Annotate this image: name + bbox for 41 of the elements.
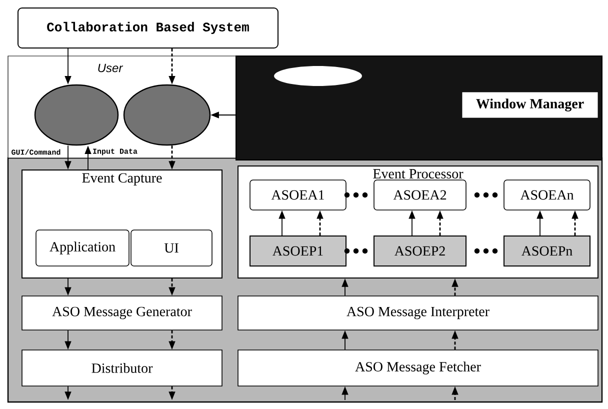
arrow: [452, 278, 458, 296]
component-box: Application: [36, 230, 130, 266]
component-box: ASOEAn: [504, 180, 590, 210]
arrow: [342, 278, 348, 296]
module-box: Distributor: [22, 350, 222, 386]
component-box: ASOEP2: [374, 236, 466, 266]
arrow: [342, 330, 348, 350]
arrow: [64, 386, 72, 400]
arrow: [168, 386, 176, 400]
module-box: ASO Message Interpreter: [238, 296, 598, 330]
component-box: ASOEPn: [504, 236, 590, 266]
arrow: [64, 330, 72, 350]
module-box: ASO Message Fetcher: [238, 350, 598, 386]
arrow: [210, 112, 236, 118]
arrow: [316, 210, 324, 236]
arrow: [572, 210, 578, 236]
arrow: [452, 386, 458, 400]
window-ellipse: [123, 84, 211, 146]
arrow: [436, 210, 444, 236]
arrow: [64, 48, 72, 84]
arrow: [278, 210, 286, 236]
arrow: [84, 146, 92, 170]
component-box: ASOEA2: [374, 180, 466, 210]
arrow: [168, 330, 176, 350]
arrow: [408, 210, 416, 236]
arrow: [452, 330, 458, 350]
arrow: [168, 48, 176, 84]
component-box: ASOEA1: [250, 180, 346, 210]
arrow: [342, 386, 348, 400]
system-box: Collaboration Based System: [18, 8, 278, 48]
component-box: ASOEP1: [250, 236, 346, 266]
window-manager-box: Window Manager: [462, 92, 598, 118]
arrow: [64, 145, 72, 170]
user-label: User: [98, 64, 124, 72]
module-box: ASO Message Generator: [22, 296, 222, 330]
arrow: [64, 278, 72, 296]
window-ellipse: [34, 84, 119, 146]
arrow: [168, 146, 176, 170]
arrow: [536, 210, 544, 236]
component-box: UI: [130, 230, 212, 266]
arrow: [168, 278, 176, 296]
